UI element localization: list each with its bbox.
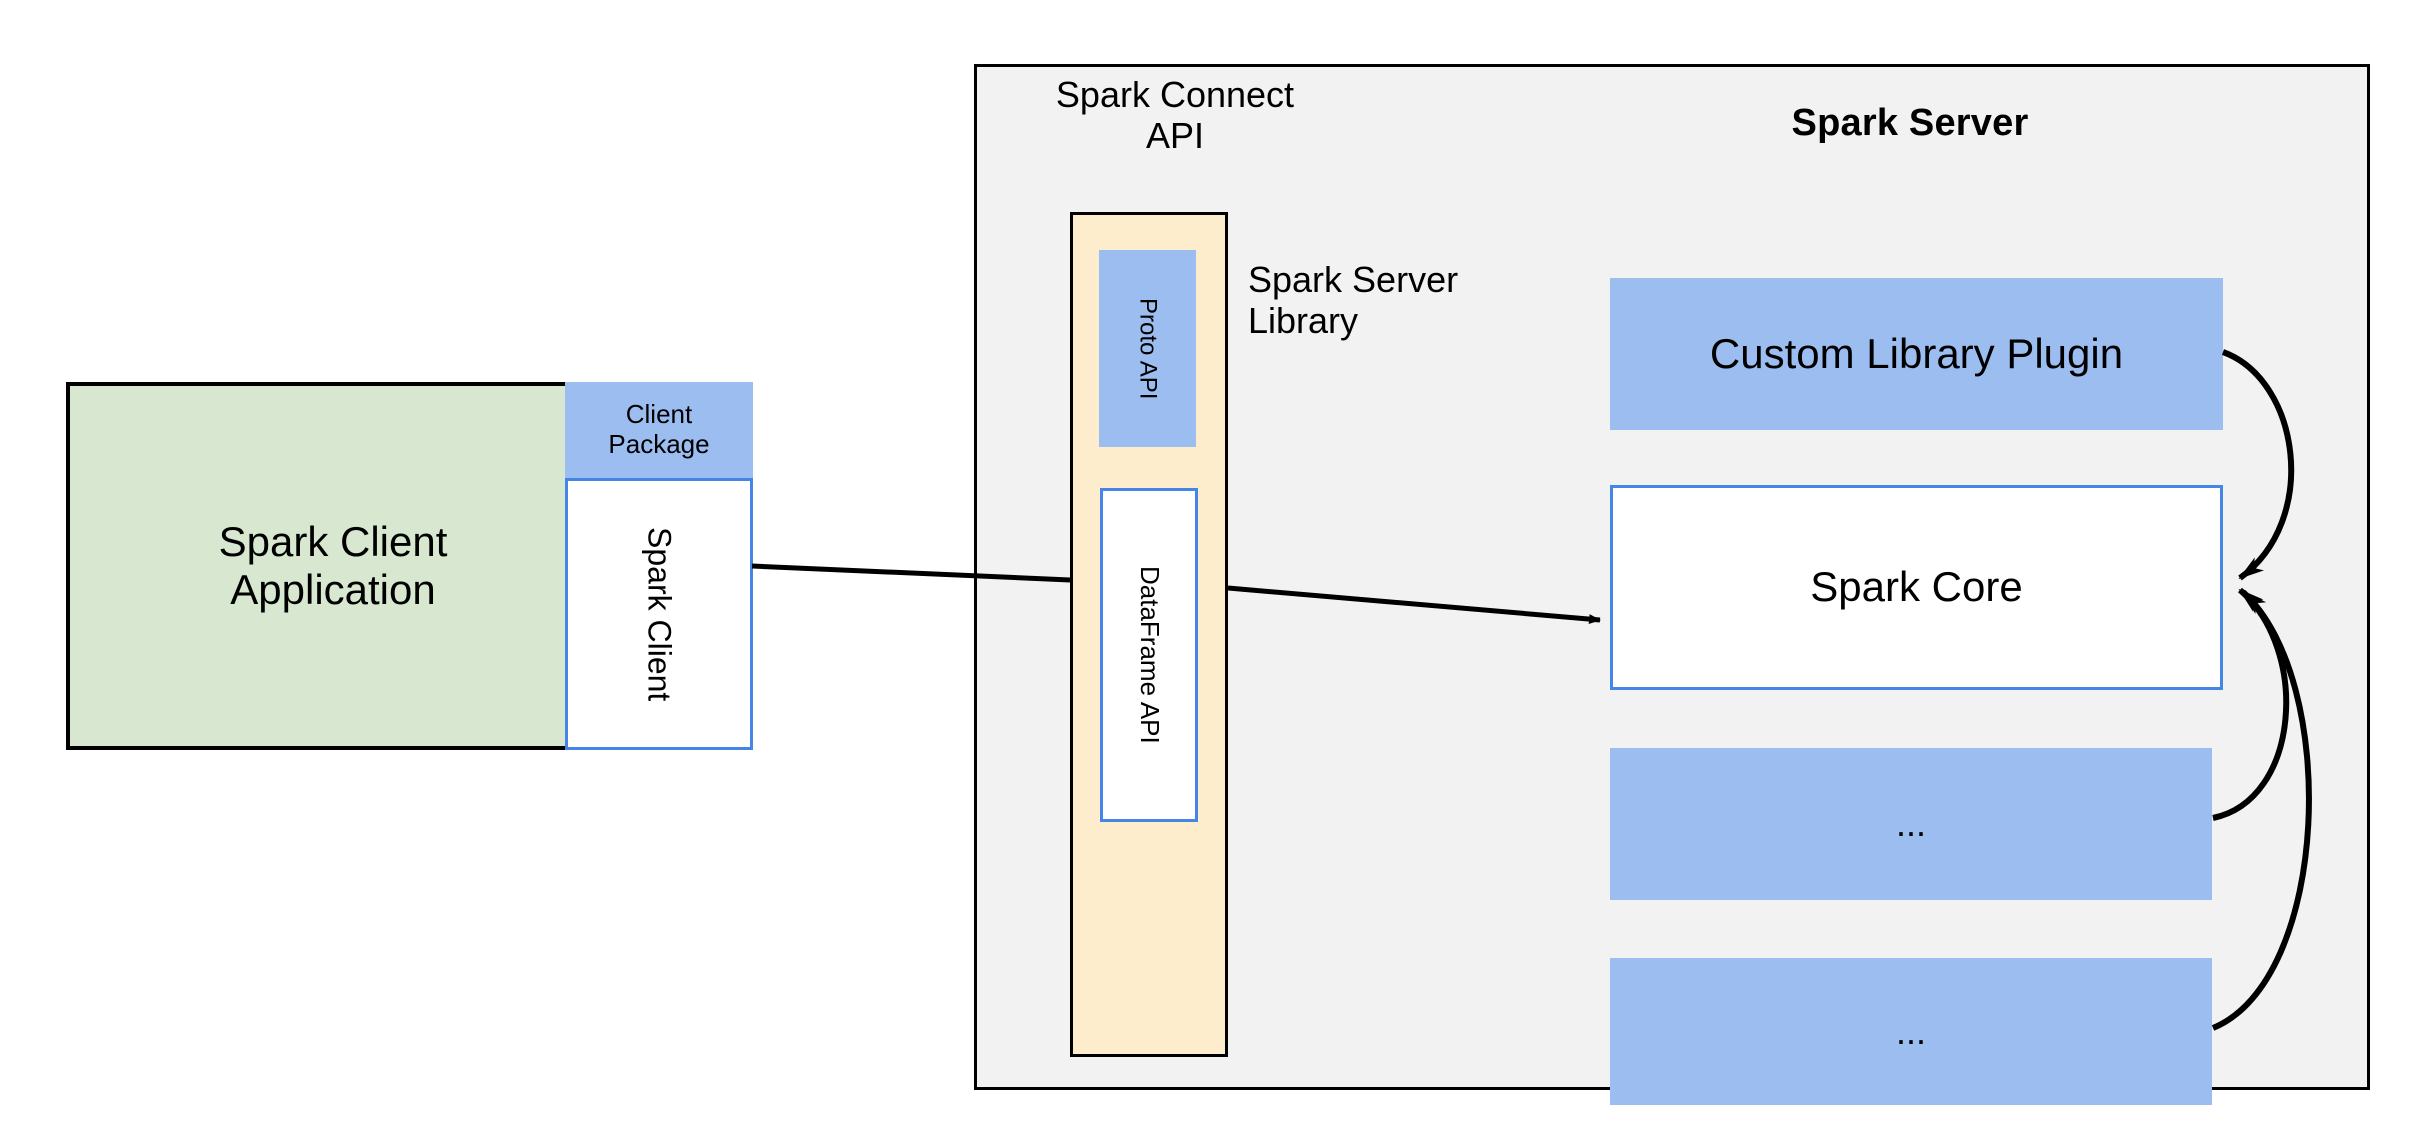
spark-client-box: Spark Client: [565, 478, 753, 750]
client-package-label-line2: Package: [608, 429, 710, 459]
spark-connect-api-label: Spark Connect API: [1000, 60, 1350, 170]
client-package-label-line1: Client: [625, 399, 693, 430]
proto-api-box: Proto API: [1099, 250, 1196, 447]
dataframe-api-box: DataFrame API: [1100, 488, 1198, 822]
custom-library-plugin-box: Custom Library Plugin: [1610, 278, 2223, 430]
spark-core-box: Spark Core: [1610, 485, 2223, 690]
spark-server-library-label-line1: Spark Server: [1248, 258, 1459, 300]
spark-connect-api-label-line2: API: [1145, 115, 1205, 156]
spark-server-title: Spark Server: [1791, 102, 2029, 145]
client-package-box: Client Package: [565, 382, 753, 478]
spark-client-application-box: Spark Client Application: [66, 382, 600, 750]
placeholder-box-one: ...: [1610, 748, 2212, 900]
spark-client-label: Spark Client: [641, 526, 678, 702]
spark-connect-api-label-line1: Spark Connect: [1055, 73, 1295, 115]
spark-client-application-label-line1: Spark Client: [218, 517, 448, 565]
spark-server-library-label-line2: Library: [1248, 300, 1359, 341]
dataframe-api-label: DataFrame API: [1134, 566, 1165, 744]
spark-client-application-label-line2: Application: [230, 566, 436, 613]
placeholder-box-two: ...: [1610, 958, 2212, 1105]
proto-api-label: Proto API: [1134, 297, 1162, 400]
spark-server-library-label: Spark Server Library: [1248, 245, 1578, 355]
